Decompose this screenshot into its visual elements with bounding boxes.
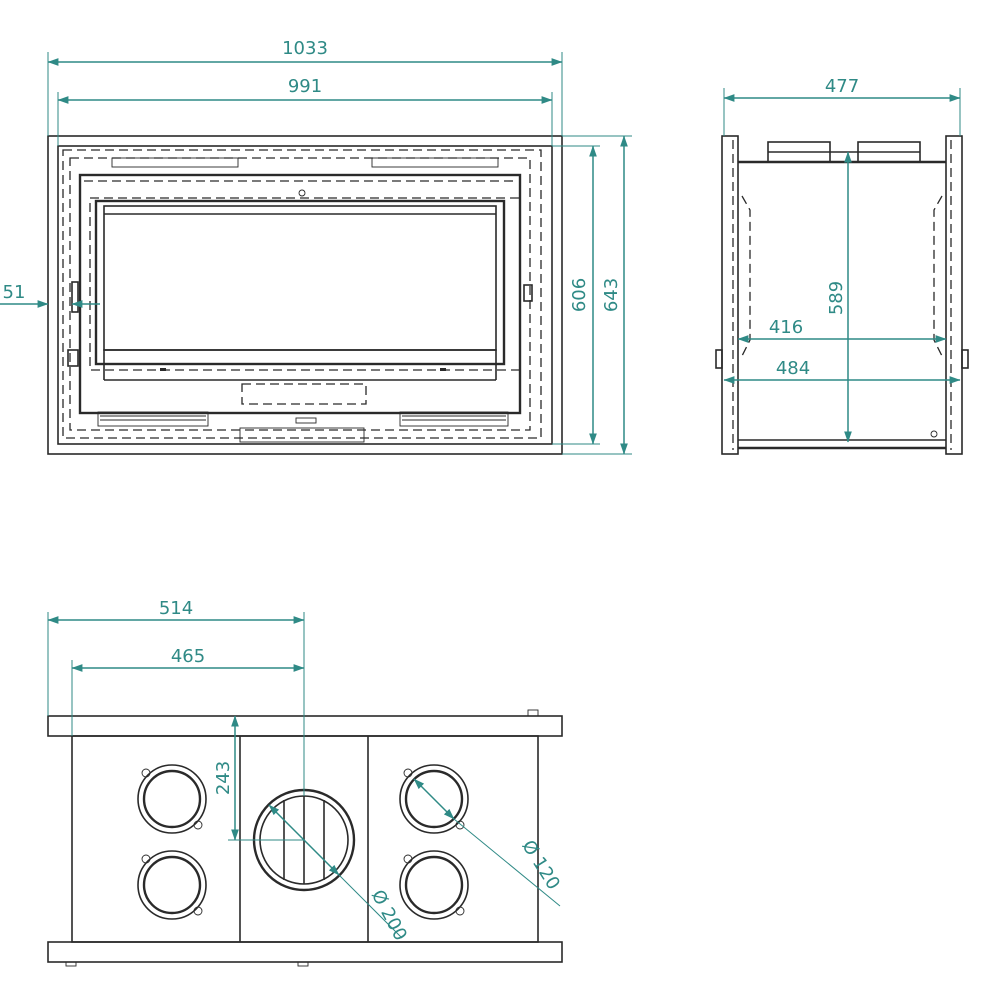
small-outlet-bottom-left <box>137 850 207 920</box>
top-rear-plate <box>47 941 563 963</box>
top-body <box>71 735 539 943</box>
dim-center-offset: 243 <box>213 761 234 795</box>
small-outlet-top-right <box>399 764 469 834</box>
dim-half-width-outer: 514 <box>159 598 193 619</box>
top-front-plate <box>47 715 563 737</box>
dim-small-outlet: Ø 120 <box>517 837 564 894</box>
small-outlet-top-left <box>137 764 207 834</box>
front-body-outline <box>62 149 542 439</box>
side-view <box>715 135 969 455</box>
door-handle <box>71 281 79 313</box>
door-frame <box>78 173 522 415</box>
dim-inner-depth: 416 <box>769 317 803 338</box>
side-dimensions: 477 589 416 484 <box>723 76 961 443</box>
air-grille-right <box>399 411 509 427</box>
side-front-frame <box>721 135 739 455</box>
dim-half-width-inner: 465 <box>171 646 205 667</box>
ash-drawer <box>241 383 367 405</box>
dim-outer-height: 643 <box>601 278 622 312</box>
dim-depth-top: 477 <box>825 76 859 97</box>
air-grille-left <box>97 411 209 427</box>
dim-inner-height: 606 <box>569 278 590 312</box>
front-dimensions: 1033 991 606 643 51 <box>0 38 632 455</box>
front-outer-frame <box>47 135 563 455</box>
dim-inner-width: 991 <box>288 76 322 97</box>
top-dimensions: 514 465 243 Ø 200 Ø 120 <box>47 598 564 945</box>
top-view <box>47 709 563 967</box>
front-view <box>47 135 563 455</box>
small-outlet-bottom-right <box>399 850 469 920</box>
dim-side-offset: 51 <box>3 282 26 303</box>
dim-outer-depth: 484 <box>776 358 810 379</box>
dim-outer-width: 1033 <box>282 38 328 59</box>
dim-height: 589 <box>826 281 847 315</box>
dim-large-outlet: Ø 200 <box>367 887 411 945</box>
door-glass <box>94 199 506 366</box>
